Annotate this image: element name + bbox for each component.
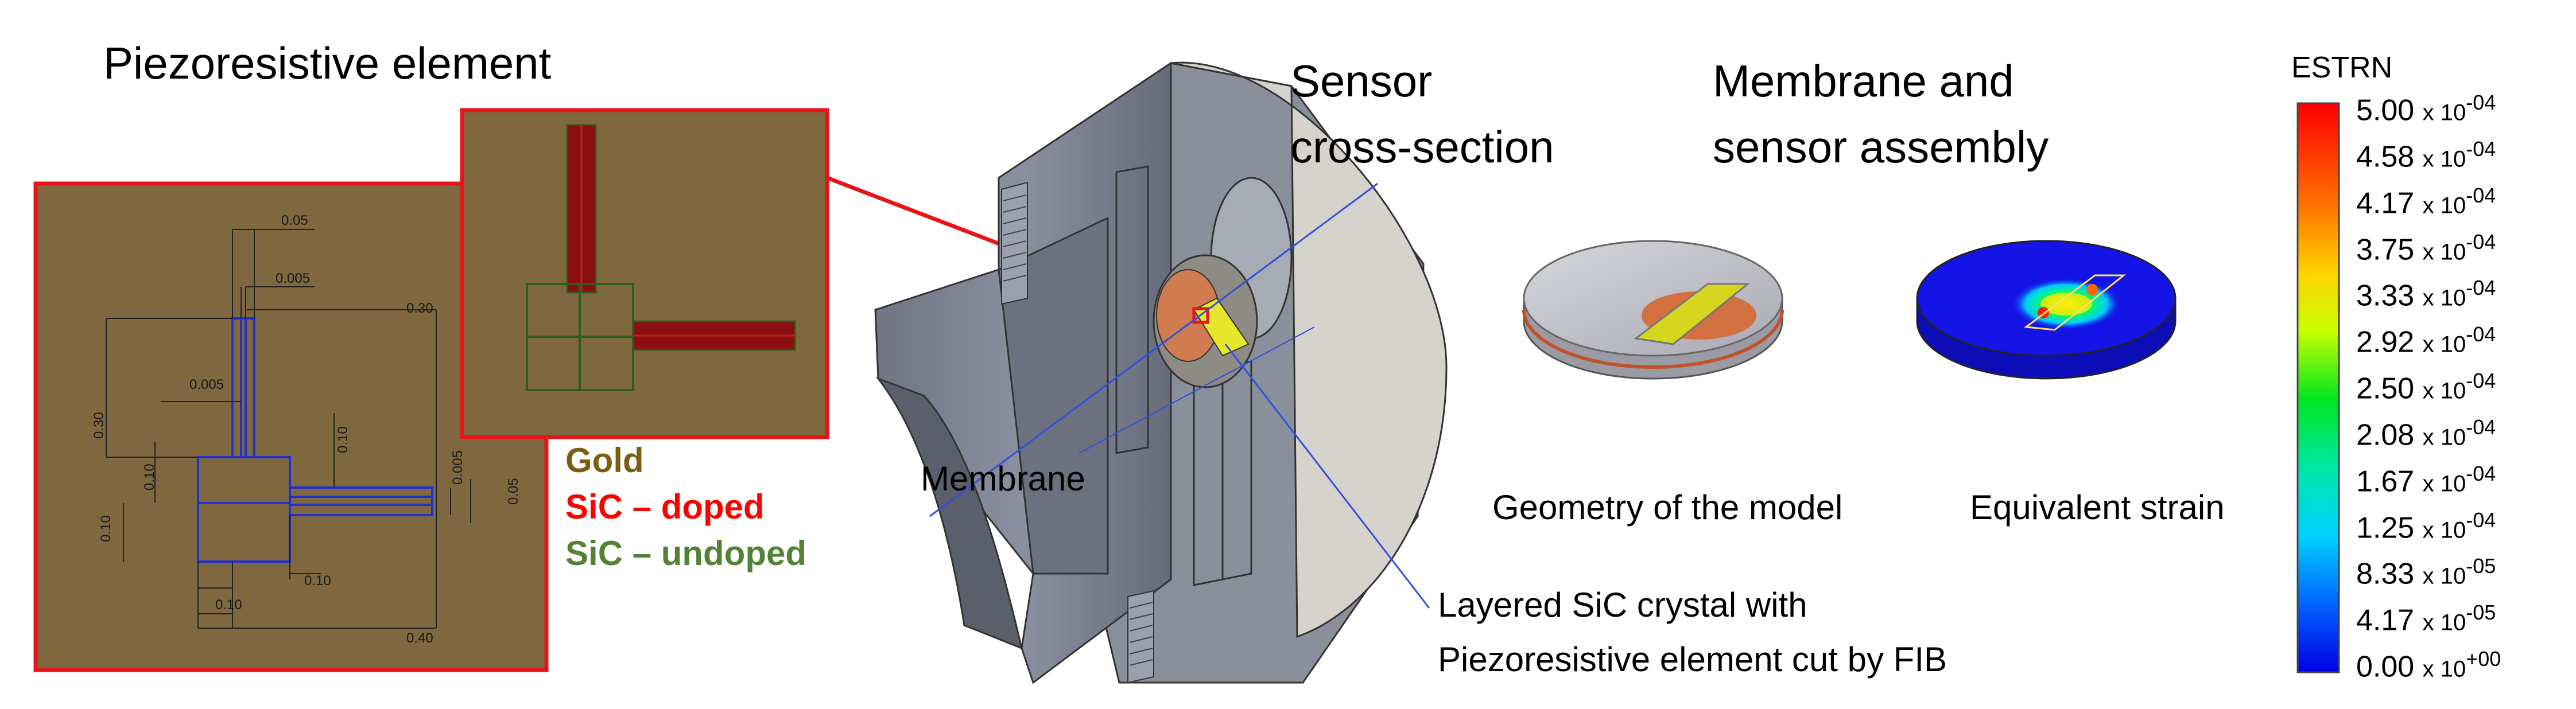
dim-label: 0.005 — [276, 271, 310, 286]
dim-label: 0.05 — [281, 213, 308, 228]
undoped-pad-outline — [526, 283, 634, 391]
piezo-title: Piezoresistive element — [103, 38, 552, 88]
colorbar-tick-label: 1.67 x 10-04 — [2356, 461, 2496, 498]
colorbar-tick-label: 0.00 x 10+00 — [2356, 647, 2501, 684]
sensor-title-line2: cross-section — [1290, 122, 1554, 172]
dim-label: 0.10 — [142, 463, 157, 490]
membrane-title-line2: sensor assembly — [1713, 122, 2049, 172]
inset-frame — [460, 108, 829, 439]
dimension-lines — [106, 229, 471, 629]
dim-label: 0.005 — [450, 450, 465, 485]
crystal-highlight-box — [1192, 307, 1209, 324]
legend-sic-undoped: SiC – undoped — [565, 534, 806, 572]
inset-zoom-panel — [460, 108, 1195, 439]
geometry-disc — [1522, 240, 1784, 380]
dim-label: 0.10 — [215, 597, 242, 613]
colorbar-tick-label: 4.17 x 10-05 — [2356, 601, 2496, 637]
material-legend: Gold SiC – doped SiC – undoped — [565, 441, 806, 573]
dim-label: 0.005 — [189, 377, 224, 392]
colorbar-tick-label: 8.33 x 10-05 — [2356, 554, 2496, 591]
legend-sic-doped: SiC – doped — [565, 488, 765, 526]
colorbar-tick-label: 4.58 x 10-04 — [2356, 137, 2496, 174]
sensor-cross-section — [874, 61, 1448, 684]
membrane-title-line1: Membrane and — [1713, 56, 2014, 106]
strain-caption: Equivalent strain — [1970, 488, 2225, 527]
colorbar-tick-label: 4.17 x 10-04 — [2356, 183, 2496, 220]
axis-line — [1078, 326, 1315, 454]
dim-label: 0.10 — [304, 573, 331, 589]
colorbar-tick-label: 2.50 x 10-04 — [2356, 369, 2496, 406]
colorbar-tick-label: 1.25 x 10-04 — [2356, 508, 2496, 544]
colorbar-tick-label: 3.75 x 10-04 — [2356, 229, 2496, 266]
dim-label: 0.30 — [91, 412, 107, 439]
dim-label: 0.10 — [98, 515, 114, 542]
colorbar-title: ESTRN — [2291, 51, 2393, 84]
colorbar-tick-label: 5.00 x 10-04 — [2356, 91, 2496, 127]
dim-label: 0.30 — [406, 301, 433, 316]
colorbar-tick-label: 2.92 x 10-04 — [2356, 322, 2496, 359]
resistor-outline — [197, 317, 433, 563]
membrane-label: Membrane — [921, 459, 1085, 498]
colorbar-gradient — [2296, 102, 2340, 673]
strain-disc — [1916, 240, 2177, 380]
model-crystal — [1634, 283, 1751, 345]
axis-line — [929, 182, 1378, 517]
crystal-leader-line — [1224, 344, 1430, 609]
dim-label: 0.40 — [406, 630, 433, 646]
colorbar-tick-label: 3.33 x 10-04 — [2356, 276, 2496, 313]
crystal-caption-line1: Layered SiC crystal with — [1438, 586, 1807, 624]
geometry-caption: Geometry of the model — [1492, 488, 1843, 527]
colorbar-tick-label: 2.08 x 10-04 — [2356, 415, 2496, 452]
crystal-caption-line2: Piezoresistive element cut by FIB — [1438, 640, 1947, 679]
legend-gold: Gold — [565, 441, 644, 480]
dim-label: 0.10 — [335, 426, 351, 453]
dim-label: 0.05 — [506, 478, 521, 505]
sensor-title-line1: Sensor — [1290, 56, 1433, 106]
